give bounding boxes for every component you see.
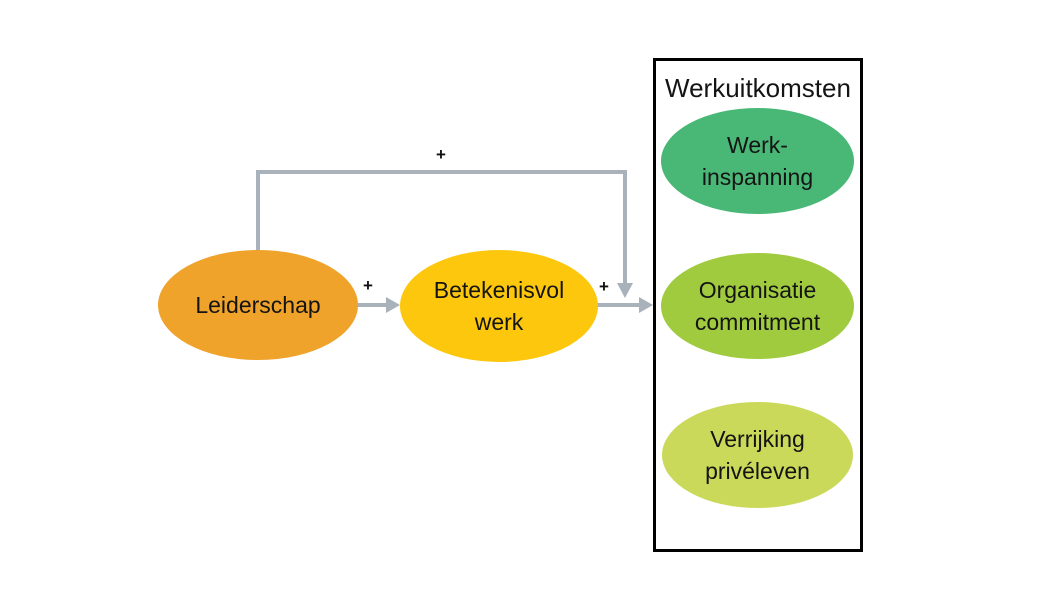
- node-verrijking-priveleven-label-line1: Verrijking: [710, 426, 805, 452]
- arrow-leiderschap-to-werkuitkomsten-line: [256, 170, 627, 284]
- node-betekenisvol-werk-label-line1: Betekenisvol: [433, 277, 565, 303]
- node-leiderschap-label: Leiderschap: [195, 292, 321, 318]
- arrowhead-down-icon: [617, 283, 633, 298]
- edge-sign-leiderschap-to-werkuitkomsten: +: [436, 145, 446, 164]
- node-werk-inspanning-label-line1: Werk-: [727, 132, 788, 158]
- node-betekenisvol-werk-label-line2: werk: [474, 309, 524, 335]
- node-verrijking-priveleven: Verrijking privéleven: [662, 402, 853, 508]
- arrowhead-right-icon: [386, 297, 400, 313]
- node-organisatie-commitment-label-line2: commitment: [694, 309, 821, 335]
- node-organisatie-commitment: Organisatie commitment: [661, 253, 854, 359]
- edge-sign-leiderschap-to-betekenisvol: +: [363, 276, 373, 295]
- node-werk-inspanning-label-line2: inspanning: [701, 164, 814, 190]
- node-organisatie-commitment-label-line1: Organisatie: [698, 277, 817, 303]
- node-betekenisvol-werk: Betekenisvol werk: [400, 250, 598, 362]
- node-verrijking-priveleven-label-line2: privéleven: [705, 458, 810, 484]
- arrowhead-right-icon: [639, 297, 653, 313]
- edge-sign-betekenisvol-to-werkuitkomsten: +: [599, 277, 609, 296]
- werkuitkomsten-box: Werkuitkomsten: [653, 58, 863, 552]
- node-werk-inspanning: Werk- inspanning: [661, 108, 854, 214]
- node-leiderschap: Leiderschap: [158, 250, 358, 360]
- werkuitkomsten-title: Werkuitkomsten: [665, 73, 851, 103]
